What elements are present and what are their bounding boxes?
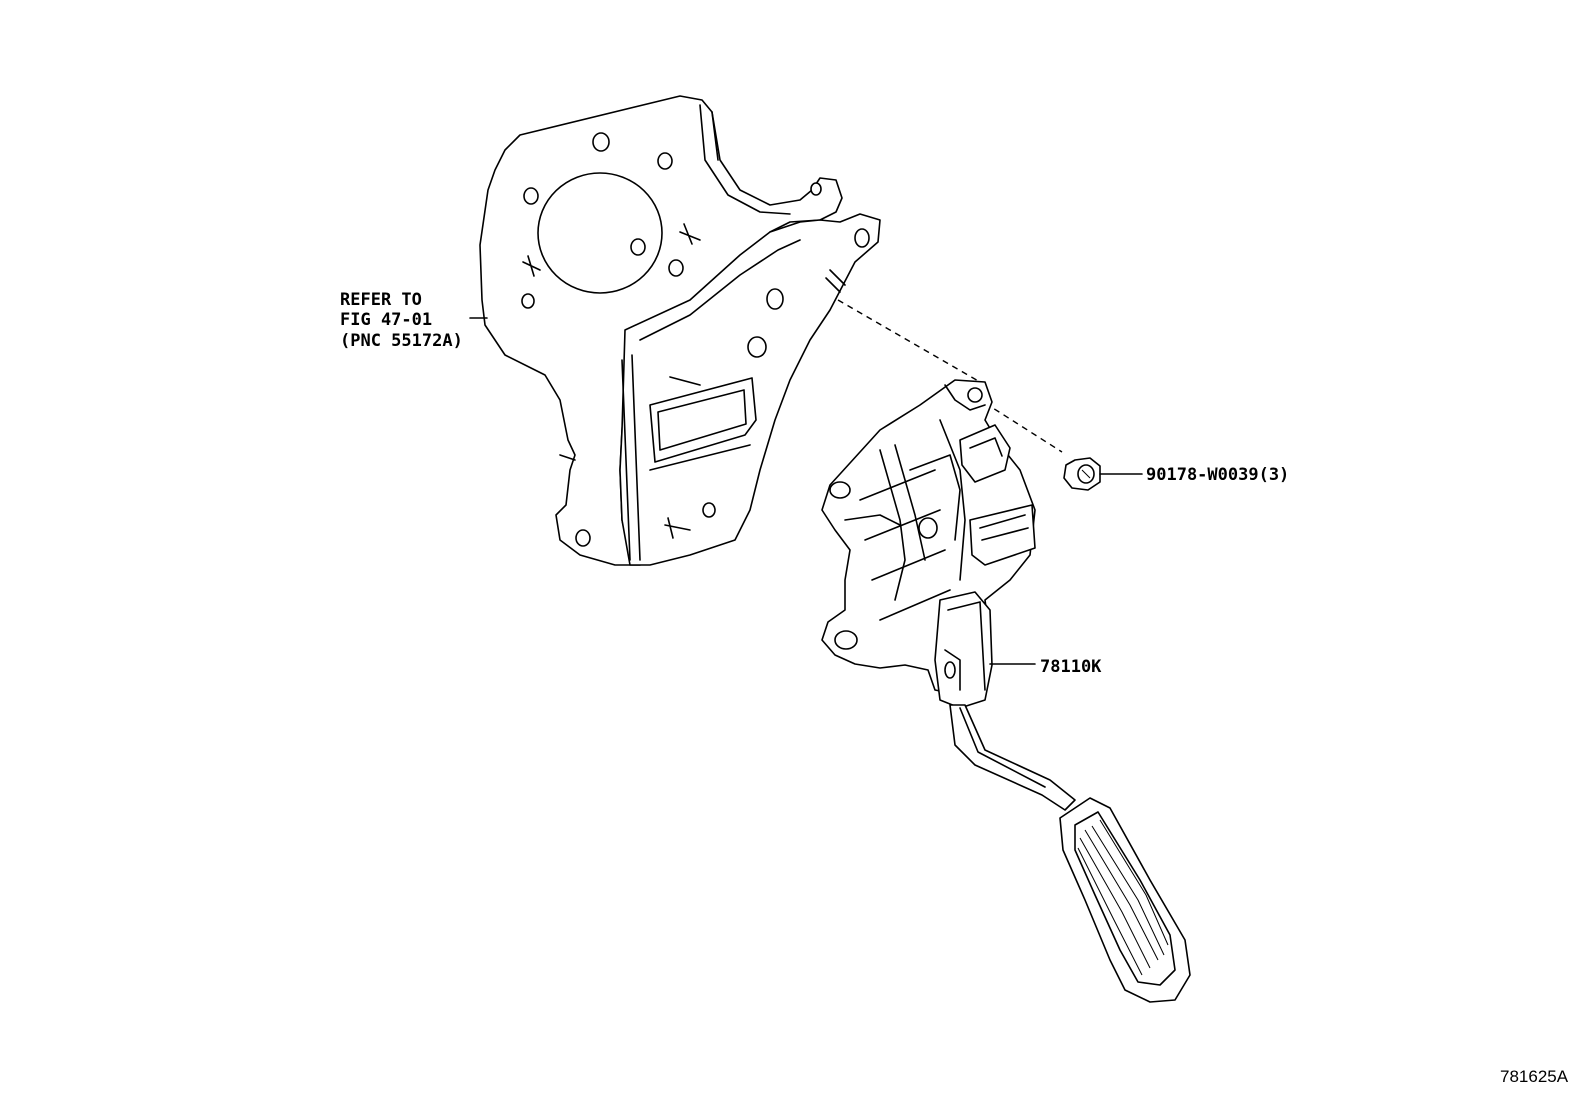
pedal-bracket[interactable]	[479, 95, 881, 566]
callout-bracket-line3: (PNC 55172A)	[340, 331, 463, 351]
alignment-line-2	[984, 402, 1063, 453]
callout-pedal: 78110K	[1040, 657, 1102, 677]
callout-bracket-line2: FIG 47-01	[340, 310, 432, 330]
accelerator-pedal-assembly[interactable]	[821, 379, 1191, 1003]
callout-nut: 90178-W0039(3)	[1146, 465, 1289, 485]
nut[interactable]	[1063, 457, 1101, 491]
callout-bracket-line1: REFER TO	[340, 290, 422, 310]
figure-id: 781625A	[1500, 1067, 1569, 1086]
alignment-line-1	[837, 299, 981, 383]
